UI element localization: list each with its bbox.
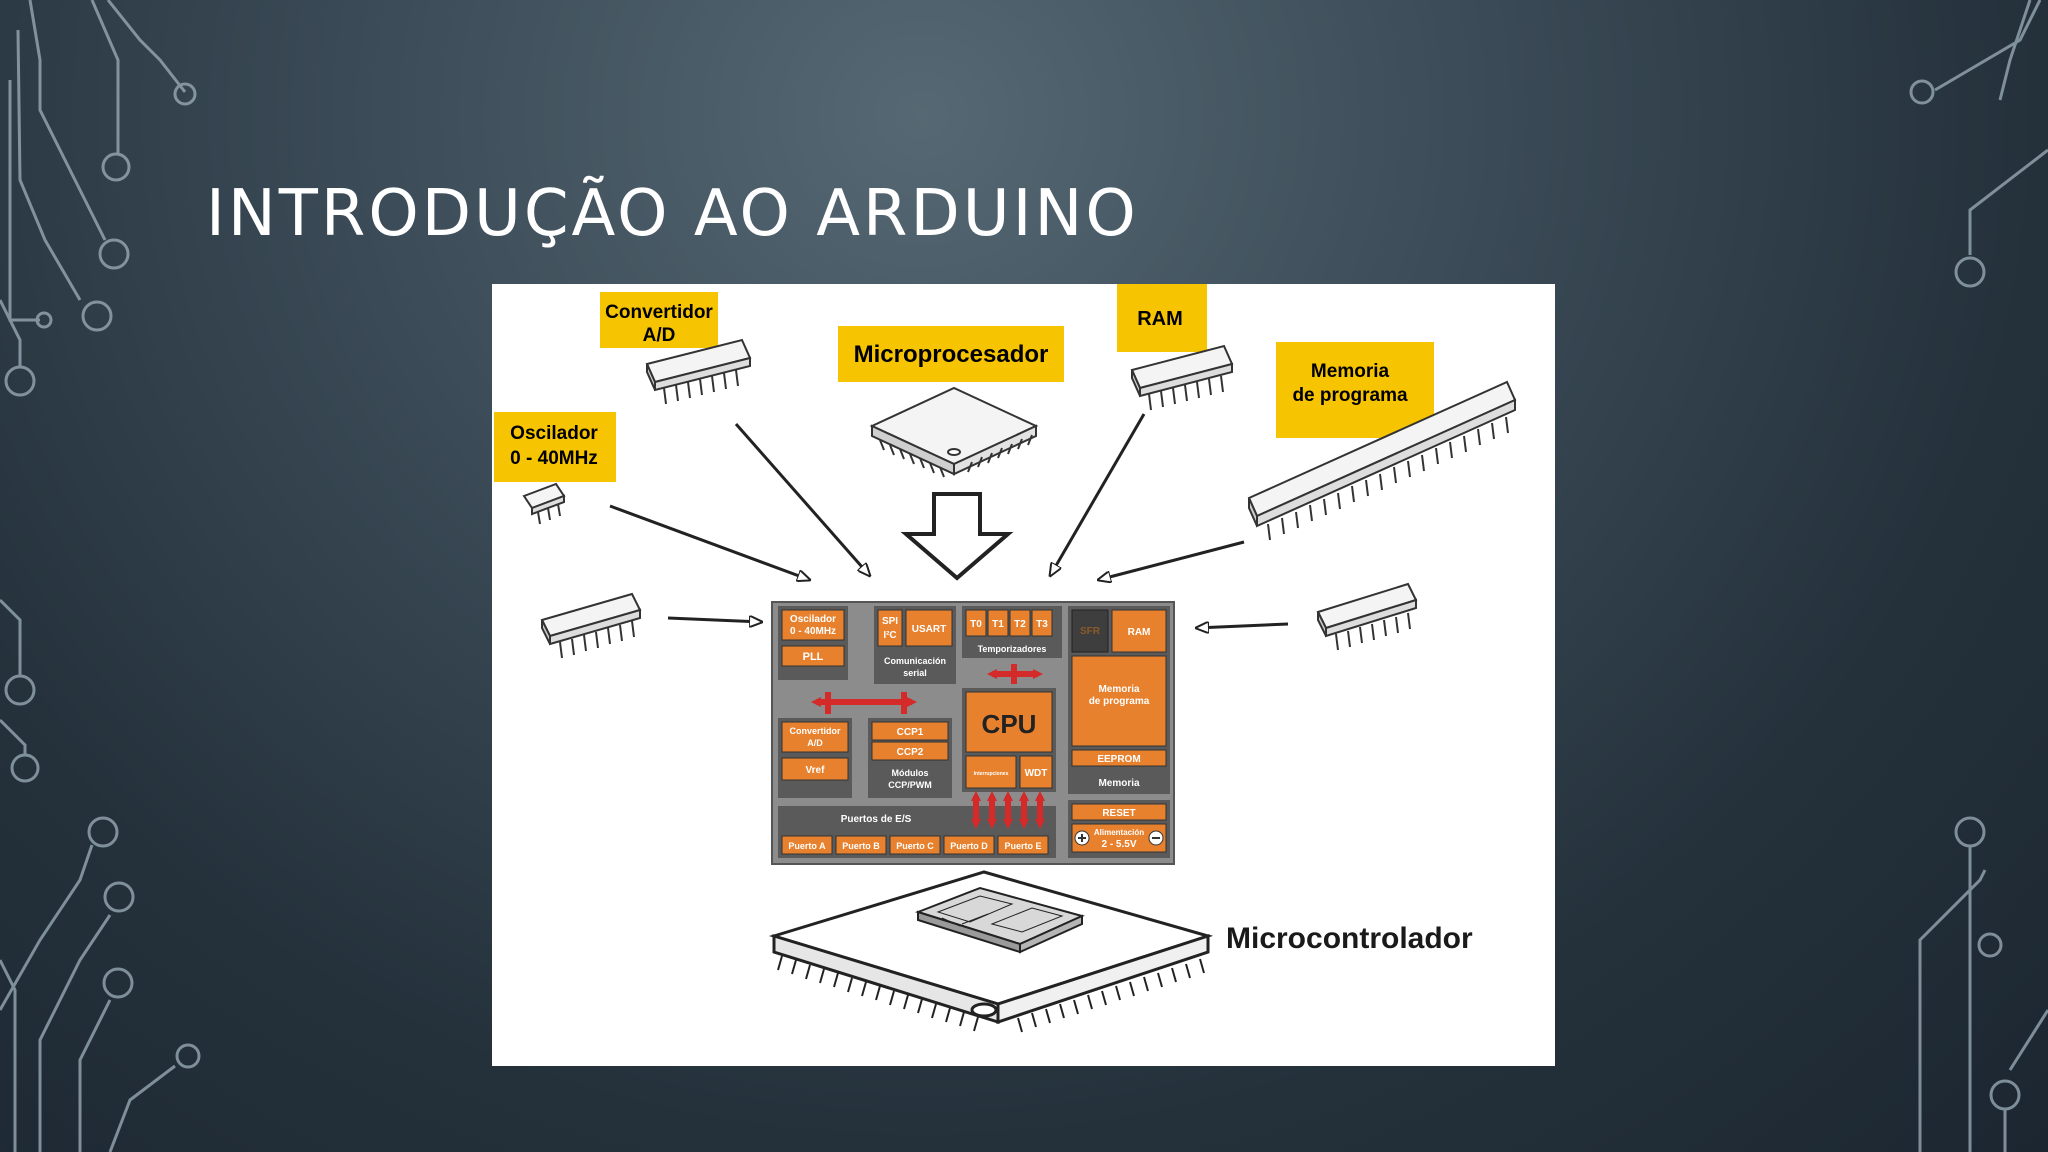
svg-text:T1: T1 bbox=[992, 619, 1004, 630]
svg-text:USART: USART bbox=[912, 624, 946, 635]
svg-text:SPI: SPI bbox=[882, 616, 898, 627]
svg-text:Módulos: Módulos bbox=[892, 768, 929, 778]
svg-text:WDT: WDT bbox=[1025, 768, 1048, 779]
label-microprocesador: Microprocesador bbox=[838, 326, 1064, 382]
svg-text:CCP2: CCP2 bbox=[897, 747, 924, 758]
label-convertidor: Convertidor A/D bbox=[600, 292, 718, 348]
label-oscilador: Oscilador 0 - 40MHz bbox=[494, 412, 616, 482]
svg-text:Interrupciones: Interrupciones bbox=[974, 771, 1009, 777]
svg-text:Oscilador: Oscilador bbox=[790, 614, 836, 625]
svg-text:Oscilador: Oscilador bbox=[510, 423, 598, 444]
chip-memoria bbox=[1247, 380, 1517, 541]
svg-text:0 - 40MHz: 0 - 40MHz bbox=[510, 448, 598, 469]
chip-microprocesador bbox=[869, 386, 1039, 478]
svg-text:T2: T2 bbox=[1014, 619, 1026, 630]
svg-text:Puerto B: Puerto B bbox=[842, 841, 880, 851]
svg-text:Puerto D: Puerto D bbox=[950, 841, 988, 851]
arrows bbox=[609, 413, 1289, 628]
svg-text:A/D: A/D bbox=[807, 738, 823, 748]
svg-text:Alimentación: Alimentación bbox=[1094, 828, 1144, 837]
svg-text:Memoria: Memoria bbox=[1098, 684, 1140, 695]
chip-convertidor bbox=[645, 338, 752, 405]
label-microcontrolador: Microcontrolador bbox=[1226, 922, 1473, 955]
svg-text:Comunicación: Comunicación bbox=[884, 656, 946, 666]
svg-text:CPU: CPU bbox=[982, 709, 1037, 739]
block-diagram: Oscilador 0 - 40MHz PLL SPI I²C USART Co… bbox=[771, 601, 1175, 865]
chip-oscilador bbox=[522, 482, 566, 525]
svg-text:Temporizadores: Temporizadores bbox=[978, 644, 1047, 654]
diagram-canvas: Convertidor A/D Microprocesador RAM Memo… bbox=[494, 284, 1517, 1033]
svg-text:PLL: PLL bbox=[803, 651, 824, 663]
svg-text:EEPROM: EEPROM bbox=[1097, 754, 1140, 765]
svg-text:serial: serial bbox=[903, 668, 927, 678]
chip-left bbox=[540, 592, 642, 659]
microcontroller-package bbox=[768, 870, 1214, 1033]
svg-text:T0: T0 bbox=[970, 619, 982, 630]
svg-text:2 - 5.5V: 2 - 5.5V bbox=[1101, 839, 1136, 850]
svg-text:Memoria: Memoria bbox=[1098, 778, 1140, 789]
slide-title: INTRODUÇÃO AO ARDUINO bbox=[206, 177, 1139, 251]
svg-text:CCP1: CCP1 bbox=[897, 727, 924, 738]
svg-text:Puertos de E/S: Puertos de E/S bbox=[841, 814, 912, 825]
svg-text:RAM: RAM bbox=[1137, 308, 1183, 330]
svg-text:I²C: I²C bbox=[883, 630, 896, 641]
svg-text:Vref: Vref bbox=[806, 765, 826, 776]
svg-text:RAM: RAM bbox=[1128, 627, 1151, 638]
svg-text:Convertidor: Convertidor bbox=[605, 302, 713, 323]
svg-text:Puerto E: Puerto E bbox=[1004, 841, 1041, 851]
svg-text:Memoria: Memoria bbox=[1311, 361, 1390, 382]
svg-text:Convertidor: Convertidor bbox=[789, 726, 841, 736]
svg-text:RESET: RESET bbox=[1102, 808, 1135, 819]
label-memoria-programa: Memoria de programa bbox=[1276, 342, 1434, 438]
svg-text:CCP/PWM: CCP/PWM bbox=[888, 780, 932, 790]
svg-text:Puerto C: Puerto C bbox=[896, 841, 934, 851]
svg-text:de programa: de programa bbox=[1292, 385, 1408, 406]
svg-text:0 - 40MHz: 0 - 40MHz bbox=[790, 626, 836, 637]
chip-right bbox=[1316, 582, 1418, 651]
svg-text:T3: T3 bbox=[1036, 619, 1048, 630]
svg-text:de programa: de programa bbox=[1089, 696, 1150, 707]
svg-text:A/D: A/D bbox=[643, 325, 676, 346]
svg-text:Puerto A: Puerto A bbox=[788, 841, 826, 851]
svg-text:SFR: SFR bbox=[1080, 626, 1101, 637]
chip-ram bbox=[1130, 344, 1234, 411]
svg-text:Microprocesador: Microprocesador bbox=[854, 341, 1049, 368]
label-ram: RAM bbox=[1117, 284, 1207, 352]
microcontroller-diagram: Convertidor A/D Microprocesador RAM Memo… bbox=[492, 284, 1555, 1066]
